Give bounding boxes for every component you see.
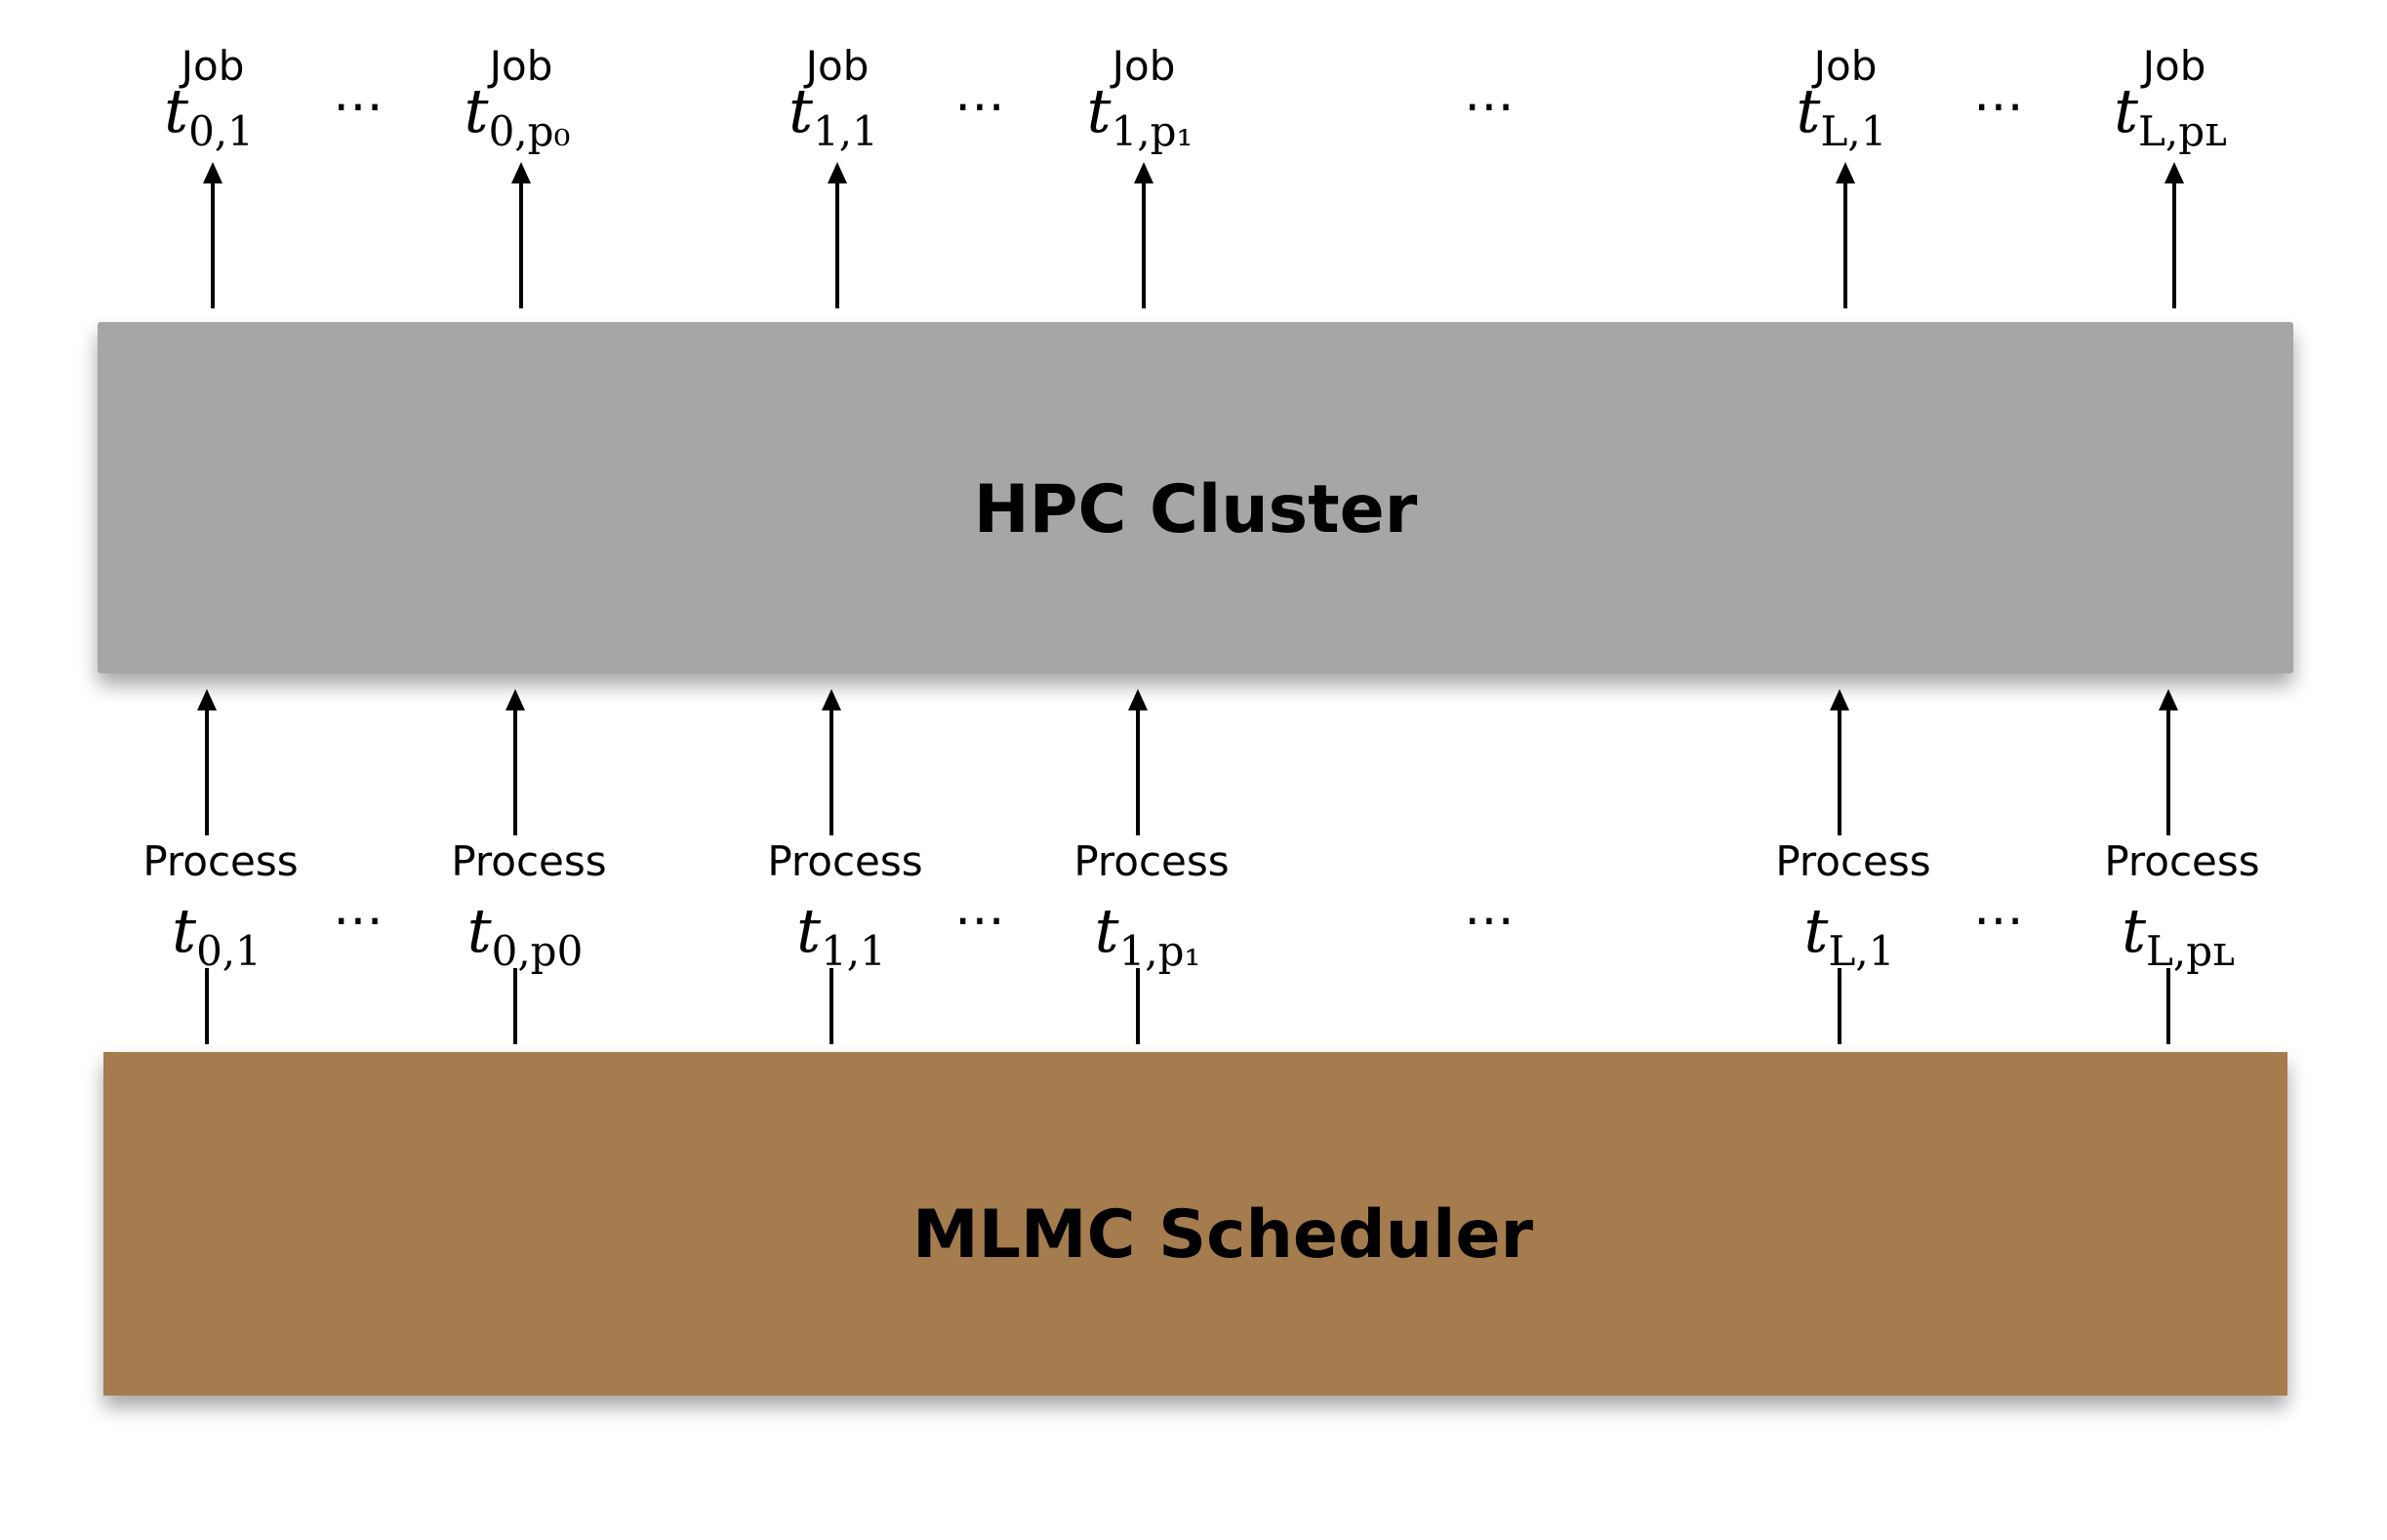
process-arrow xyxy=(2159,689,2178,835)
process-item: Process t0,p0 xyxy=(451,689,607,1044)
process-label: Process xyxy=(767,837,922,885)
arrow-head xyxy=(197,689,217,710)
arrow-head xyxy=(828,162,847,183)
process-arrow xyxy=(506,689,525,835)
process-row: Processt0,1Processt0,p0Processt1,1Proces… xyxy=(142,689,2260,1044)
arrow-head xyxy=(1836,162,1855,183)
process-label: Process xyxy=(142,837,298,885)
process-item: Process t0,1 xyxy=(142,689,299,1044)
ellipsis-text: ⋯ xyxy=(333,77,384,136)
arrow-head xyxy=(1128,689,1148,710)
job-arrow xyxy=(2164,162,2184,308)
mlmc-scheduler-box: MLMC Scheduler xyxy=(103,1052,2287,1396)
process-label: Process xyxy=(451,837,606,885)
arrow-head xyxy=(511,162,531,183)
process-arrow xyxy=(197,689,217,835)
job-arrow xyxy=(203,162,223,308)
arrow-head xyxy=(1134,162,1153,183)
ellipsis-text: ⋯ xyxy=(333,891,384,950)
arrow-head xyxy=(506,689,525,710)
job-arrow xyxy=(1134,162,1153,308)
arrow-head xyxy=(2159,689,2178,710)
hpc-cluster-rect xyxy=(98,322,2293,673)
arrow-head xyxy=(2164,162,2184,183)
process-arrow xyxy=(1128,689,1148,835)
arrow-head xyxy=(822,689,841,710)
job-variable: t1,p₁ xyxy=(1087,75,1194,155)
ellipsis-text: ⋯ xyxy=(1464,891,1515,950)
job-arrow xyxy=(1836,162,1855,308)
process-arrow xyxy=(822,689,841,835)
process-arrow xyxy=(1830,689,1849,835)
process-label: Process xyxy=(1073,837,1229,885)
arrow-head xyxy=(203,162,223,183)
process-item: Process tL,1 xyxy=(1775,689,1931,1044)
process-label: Process xyxy=(2104,837,2259,885)
job-variable: tL,pʟ xyxy=(2114,75,2227,155)
job-label: Job xyxy=(2140,42,2206,90)
process-variable: t1,1 xyxy=(796,895,886,975)
job-label: Job xyxy=(1811,42,1878,90)
process-item: Process tL,pʟ xyxy=(2104,689,2260,1044)
ellipsis-text: ⋯ xyxy=(1973,77,2024,136)
mlmc-scheduler-rect xyxy=(103,1052,2287,1396)
ellipsis-text: ⋯ xyxy=(1464,77,1515,136)
job-arrow xyxy=(828,162,847,308)
hpc-cluster-box: HPC Cluster xyxy=(98,322,2293,673)
job-arrow xyxy=(511,162,531,308)
process-variable: tL,1 xyxy=(1804,895,1895,975)
process-variable: t0,1 xyxy=(172,895,262,975)
job-label: Job xyxy=(1110,42,1176,90)
job-label: Job xyxy=(179,42,245,90)
ellipsis-group: ⋯ ⋯ ⋯ ⋯ ⋯ ⋯ ⋯ ⋯ xyxy=(333,77,2024,950)
job-label: Job xyxy=(803,42,870,90)
ellipsis-text: ⋯ xyxy=(954,891,1005,950)
process-variable: t1,p₁ xyxy=(1095,895,1201,975)
job-label: Job xyxy=(487,42,553,90)
mlmc-scheduler-label: MLMC Scheduler xyxy=(912,1196,1534,1274)
process-label: Process xyxy=(1775,837,1930,885)
process-variable: t0,p0 xyxy=(467,895,584,975)
process-variable: tL,pʟ xyxy=(2122,895,2235,975)
job-variable: t0,1 xyxy=(164,75,254,155)
ellipsis-text: ⋯ xyxy=(1973,891,2024,950)
job-variable: tL,1 xyxy=(1797,75,1887,155)
job-variable: t1,1 xyxy=(789,75,878,155)
job-variable: t0,p₀ xyxy=(465,75,571,155)
process-item: Process t1,p₁ xyxy=(1073,689,1230,1044)
hpc-cluster-label: HPC Cluster xyxy=(974,471,1418,548)
arrow-head xyxy=(1830,689,1849,710)
process-item: Process t1,1 xyxy=(767,689,923,1044)
job-row: Jobt0,1Jobt0,p₀Jobt1,1Jobt1,p₁JobtL,1Job… xyxy=(164,42,2227,308)
ellipsis-text: ⋯ xyxy=(954,77,1005,136)
